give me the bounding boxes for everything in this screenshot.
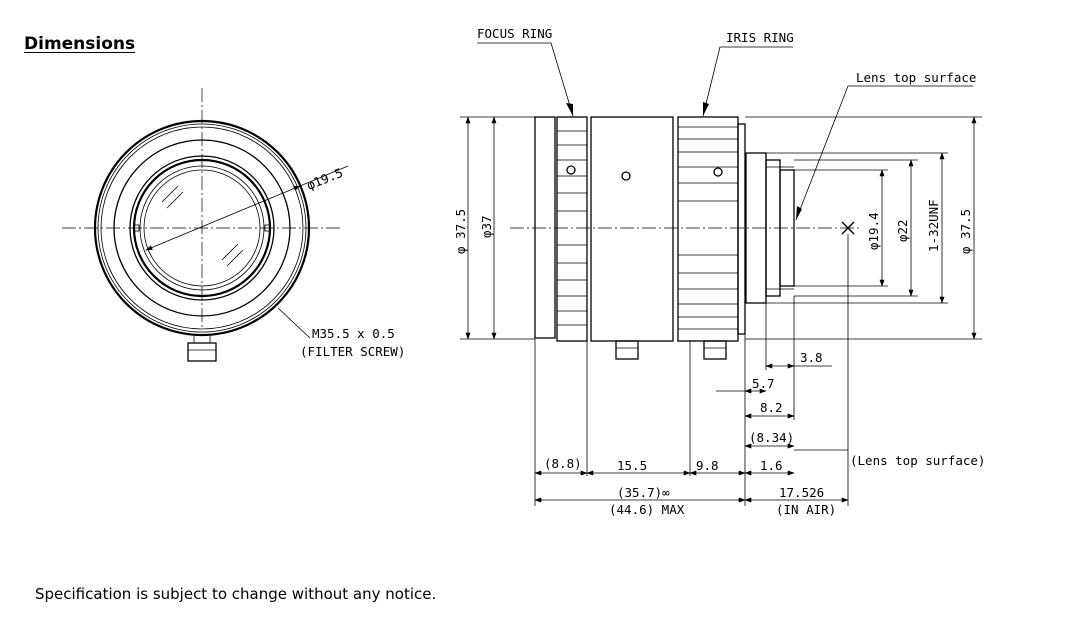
front-view: φ19.5 M35.5 x 0.5 (FILTER SCREW) xyxy=(62,88,405,362)
dim-1-6: 1.6 xyxy=(760,458,783,473)
dim-35-7: (35.7)∞ xyxy=(617,485,670,500)
iris-ring-knurl xyxy=(678,126,738,330)
dim-8-2: 8.2 xyxy=(760,400,783,415)
focus-ring-label: FOCUS RING xyxy=(477,26,552,41)
dim-3-8: 3.8 xyxy=(800,350,823,365)
side-view: φ 37.5 φ37 φ19.4 φ22 1-32UNF φ 37.5 FOCU… xyxy=(453,26,985,517)
front-diameter-label: φ19.5 xyxy=(305,165,346,193)
dim-17-526: 17.526 xyxy=(779,485,824,500)
footer-note: Specification is subject to change witho… xyxy=(35,585,437,603)
dim-thread: 1-32UNF xyxy=(926,199,941,252)
lens-top-label-2: (Lens top surface) xyxy=(850,453,985,468)
dim-d194: φ19.4 xyxy=(866,212,881,250)
dim-d37: φ37 xyxy=(479,215,494,238)
page-title: Dimensions xyxy=(24,34,136,54)
lens-top-label: Lens top surface xyxy=(856,70,976,85)
dim-8-34: (8.34) xyxy=(749,430,794,445)
dim-15-5: 15.5 xyxy=(617,458,647,473)
dim-in-air: (IN AIR) xyxy=(776,502,836,517)
dim-44-6: (44.6) MAX xyxy=(609,502,685,517)
filter-screw-label-2: (FILTER SCREW) xyxy=(300,344,405,359)
dim-8-8: (8.8) xyxy=(544,456,582,471)
dim-9-8: 9.8 xyxy=(696,458,719,473)
dim-5-7: 5.7 xyxy=(752,376,775,391)
dim-d375-right: φ 37.5 xyxy=(958,209,973,254)
filter-screw-label-1: M35.5 x 0.5 xyxy=(312,326,395,341)
dim-d375-left: φ 37.5 xyxy=(453,209,468,254)
focus-ring-knurl xyxy=(557,130,587,326)
dim-d22: φ22 xyxy=(895,219,910,242)
iris-ring-label: IRIS RING xyxy=(726,30,794,45)
